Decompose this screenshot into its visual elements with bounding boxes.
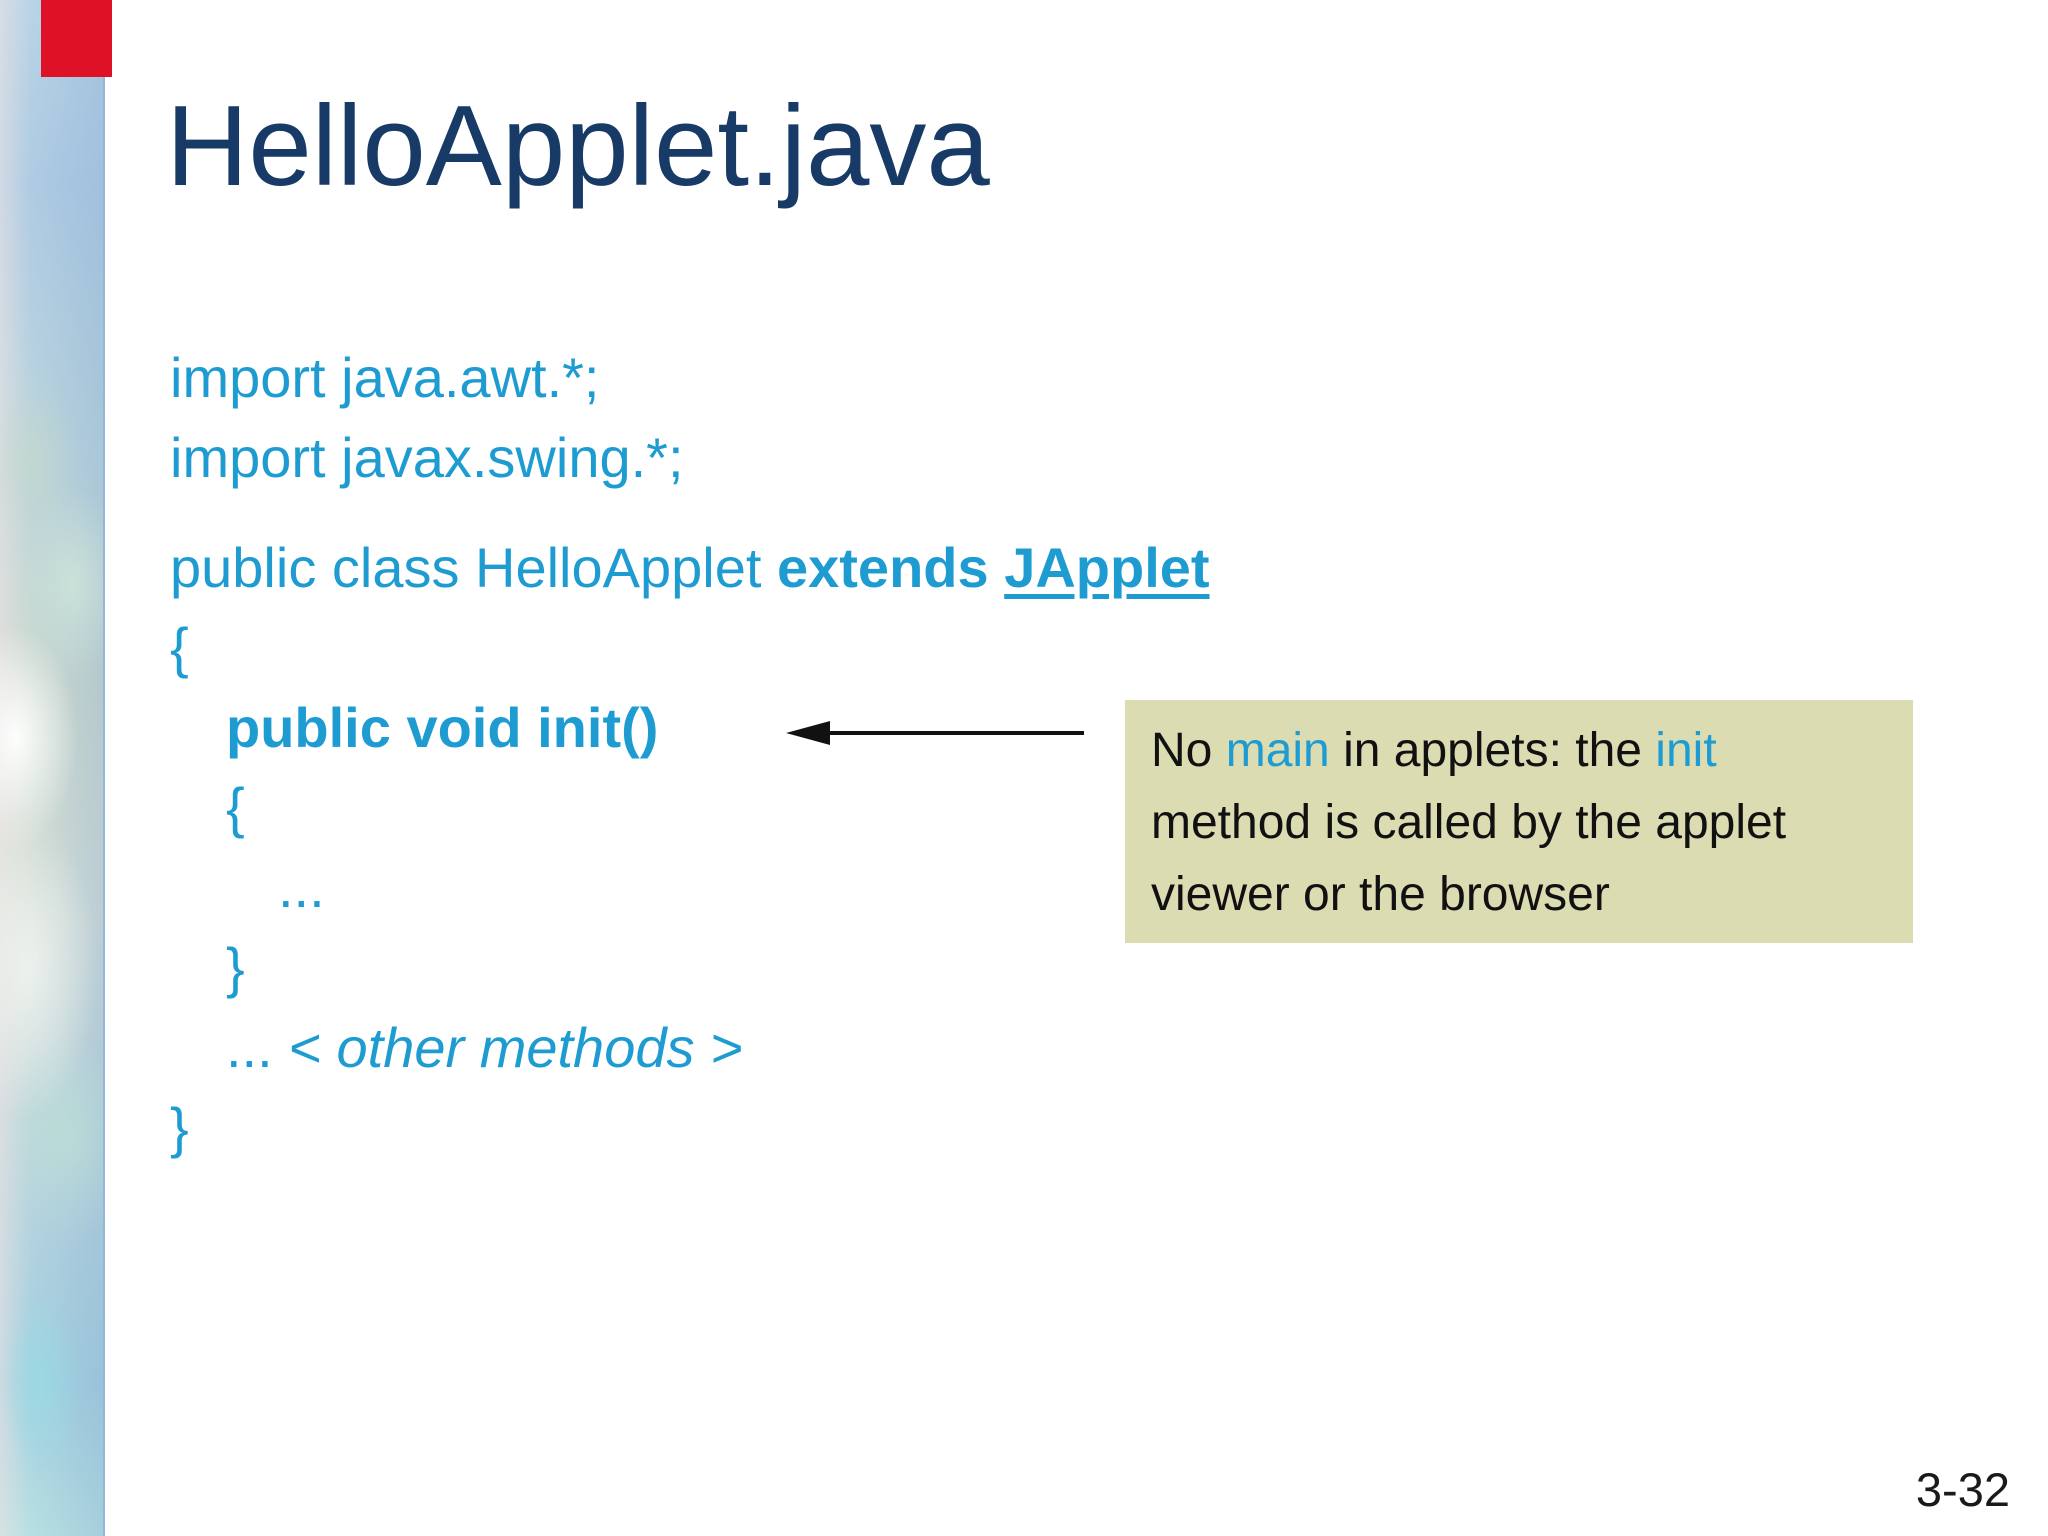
slide-title: HelloApplet.java [166, 83, 990, 210]
page-number: 3-32 [1915, 1463, 2010, 1516]
decorative-sidebar [0, 0, 105, 1536]
text-segment: init [1655, 724, 1717, 777]
text-segment: method is called by the applet [1151, 796, 1787, 849]
text-segment: { [226, 776, 245, 839]
code-line: import javax.swing.*; [170, 418, 1210, 498]
code-line: } [170, 1088, 1210, 1168]
text-segment: import java.awt.*; [170, 346, 600, 409]
text-segment: } [226, 936, 245, 999]
code-block: import java.awt.*; import javax.swing.*; p… [170, 338, 1210, 1168]
text-segment: JApplet [1004, 536, 1210, 599]
text-segment: import javax.swing.*; [170, 426, 684, 489]
text-segment: } [170, 1096, 189, 1159]
text-segment: in applets: the [1329, 724, 1656, 777]
text-segment: main [1225, 724, 1330, 777]
code-line: import java.awt.*; [170, 338, 1210, 418]
red-marker-block [41, 0, 112, 77]
code-line: public class HelloApplet extends JApplet [170, 528, 1210, 608]
callout-note: No main in applets: the init method is ca… [1125, 700, 1913, 943]
code-line: public void init() [170, 688, 1210, 768]
text-segment: public void init() [226, 696, 659, 759]
text-segment: { [170, 616, 189, 679]
code-line: ... [170, 848, 1210, 928]
text-segment: ... [278, 856, 325, 919]
code-line: { [170, 608, 1210, 688]
callout-line: No main in applets: the init [1151, 715, 1887, 787]
code-line: ... < other methods > [170, 1008, 1210, 1088]
text-segment: ... [226, 1016, 289, 1079]
text-segment: extends [776, 536, 1005, 599]
callout-line: method is called by the applet [1151, 787, 1887, 859]
text-segment: No [1151, 724, 1226, 777]
code-line: } [170, 928, 1210, 1008]
text-segment: < other methods > [288, 1016, 743, 1079]
text-segment: public class HelloApplet [170, 536, 777, 599]
callout-line: viewer or the browser [1151, 859, 1887, 931]
text-segment: viewer or the browser [1151, 868, 1610, 921]
arrow-left-icon [782, 716, 1087, 750]
code-line: { [170, 768, 1210, 848]
